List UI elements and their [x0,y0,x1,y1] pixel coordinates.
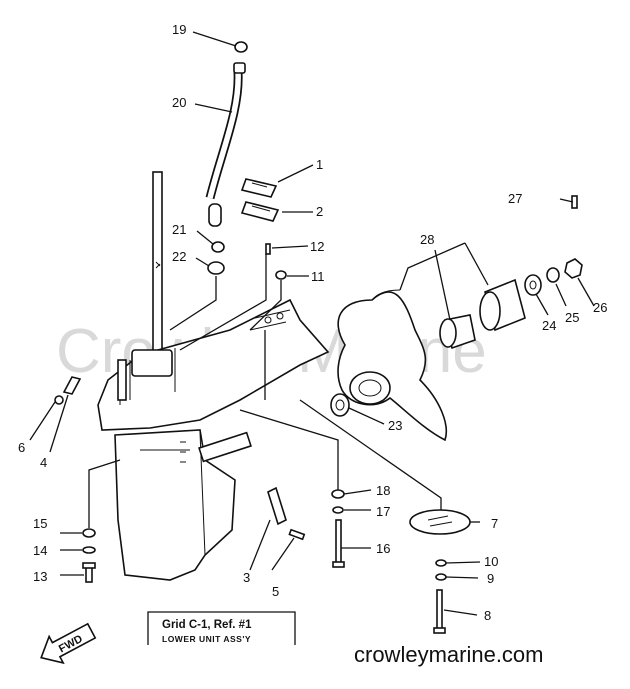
washer-14 [82,546,96,554]
anode-3 [267,486,287,526]
callout-16: 16 [376,541,390,556]
bolt-16-head [332,561,345,568]
callout-18: 18 [376,483,390,498]
assembly-label: LOWER UNIT ASS'Y [162,634,251,644]
bolt-16 [335,519,342,566]
bolt-13-head [82,562,96,569]
lower-unit-housing [97,298,330,581]
spacer [439,314,476,350]
pin-12 [265,243,271,255]
callout-9: 9 [487,571,494,586]
anode-4 [62,376,82,395]
callout-11: 11 [311,269,325,284]
callout-8: 8 [484,608,491,623]
callout-17: 17 [376,504,390,519]
callout-5: 5 [272,584,279,599]
washer-15 [82,528,96,538]
fwd-arrow-icon: FWD [40,622,97,665]
bolt-6 [54,395,64,405]
thrust-washer-23 [330,393,350,417]
anode-block-1 [240,178,278,198]
callout-27: 27 [508,191,522,206]
washer-18 [331,489,345,499]
brand-url: crowleymarine.com [354,642,544,667]
callout-25: 25 [565,310,579,325]
callout-23: 23 [388,418,402,433]
callout-2: 2 [316,204,323,219]
water-hose [205,41,248,227]
washer-24 [524,274,542,296]
washer-10 [435,559,447,567]
callout-12: 12 [310,239,324,254]
prop-nut-26 [564,258,583,279]
callout-24: 24 [542,318,556,333]
callout-4: 4 [40,455,47,470]
grid-reference-text: Grid C-1, Ref. #1 [162,619,252,631]
bolt-8-head [433,627,446,634]
callout-13: 13 [33,569,47,584]
grid-reference-box: Grid C-1, Ref. #1 LOWER UNIT ASS'Y [147,611,296,645]
callout-14: 14 [33,543,47,558]
cone-ring [479,278,526,332]
leader-lines [29,31,595,616]
washer-17 [332,506,344,514]
callout-21: 21 [172,222,186,237]
washer-9 [435,573,447,581]
callout-3: 3 [243,570,250,585]
callout-6: 6 [18,440,25,455]
callout-10: 10 [484,554,498,569]
drive-shaft [152,171,163,373]
callout-7: 7 [491,516,498,531]
callout-labels: 1 2 3 4 5 6 7 8 9 10 11 12 13 14 15 16 1… [18,22,607,623]
callout-22: 22 [172,249,186,264]
anode-block-2 [240,201,280,222]
bolt-5 [288,528,306,541]
grommet-22 [207,261,225,275]
washer-25 [546,267,560,283]
callout-1: 1 [316,157,323,172]
callout-20: 20 [172,95,186,110]
fwd-label: FWD [57,633,85,655]
grommet-21 [211,241,225,253]
callout-28: 28 [420,232,434,247]
callout-19: 19 [172,22,186,37]
bolt-8 [436,589,443,631]
callout-26: 26 [593,300,607,315]
callout-15: 15 [33,516,47,531]
nut-11 [275,270,287,280]
propeller [337,289,447,442]
trim-tab-7 [409,509,471,535]
